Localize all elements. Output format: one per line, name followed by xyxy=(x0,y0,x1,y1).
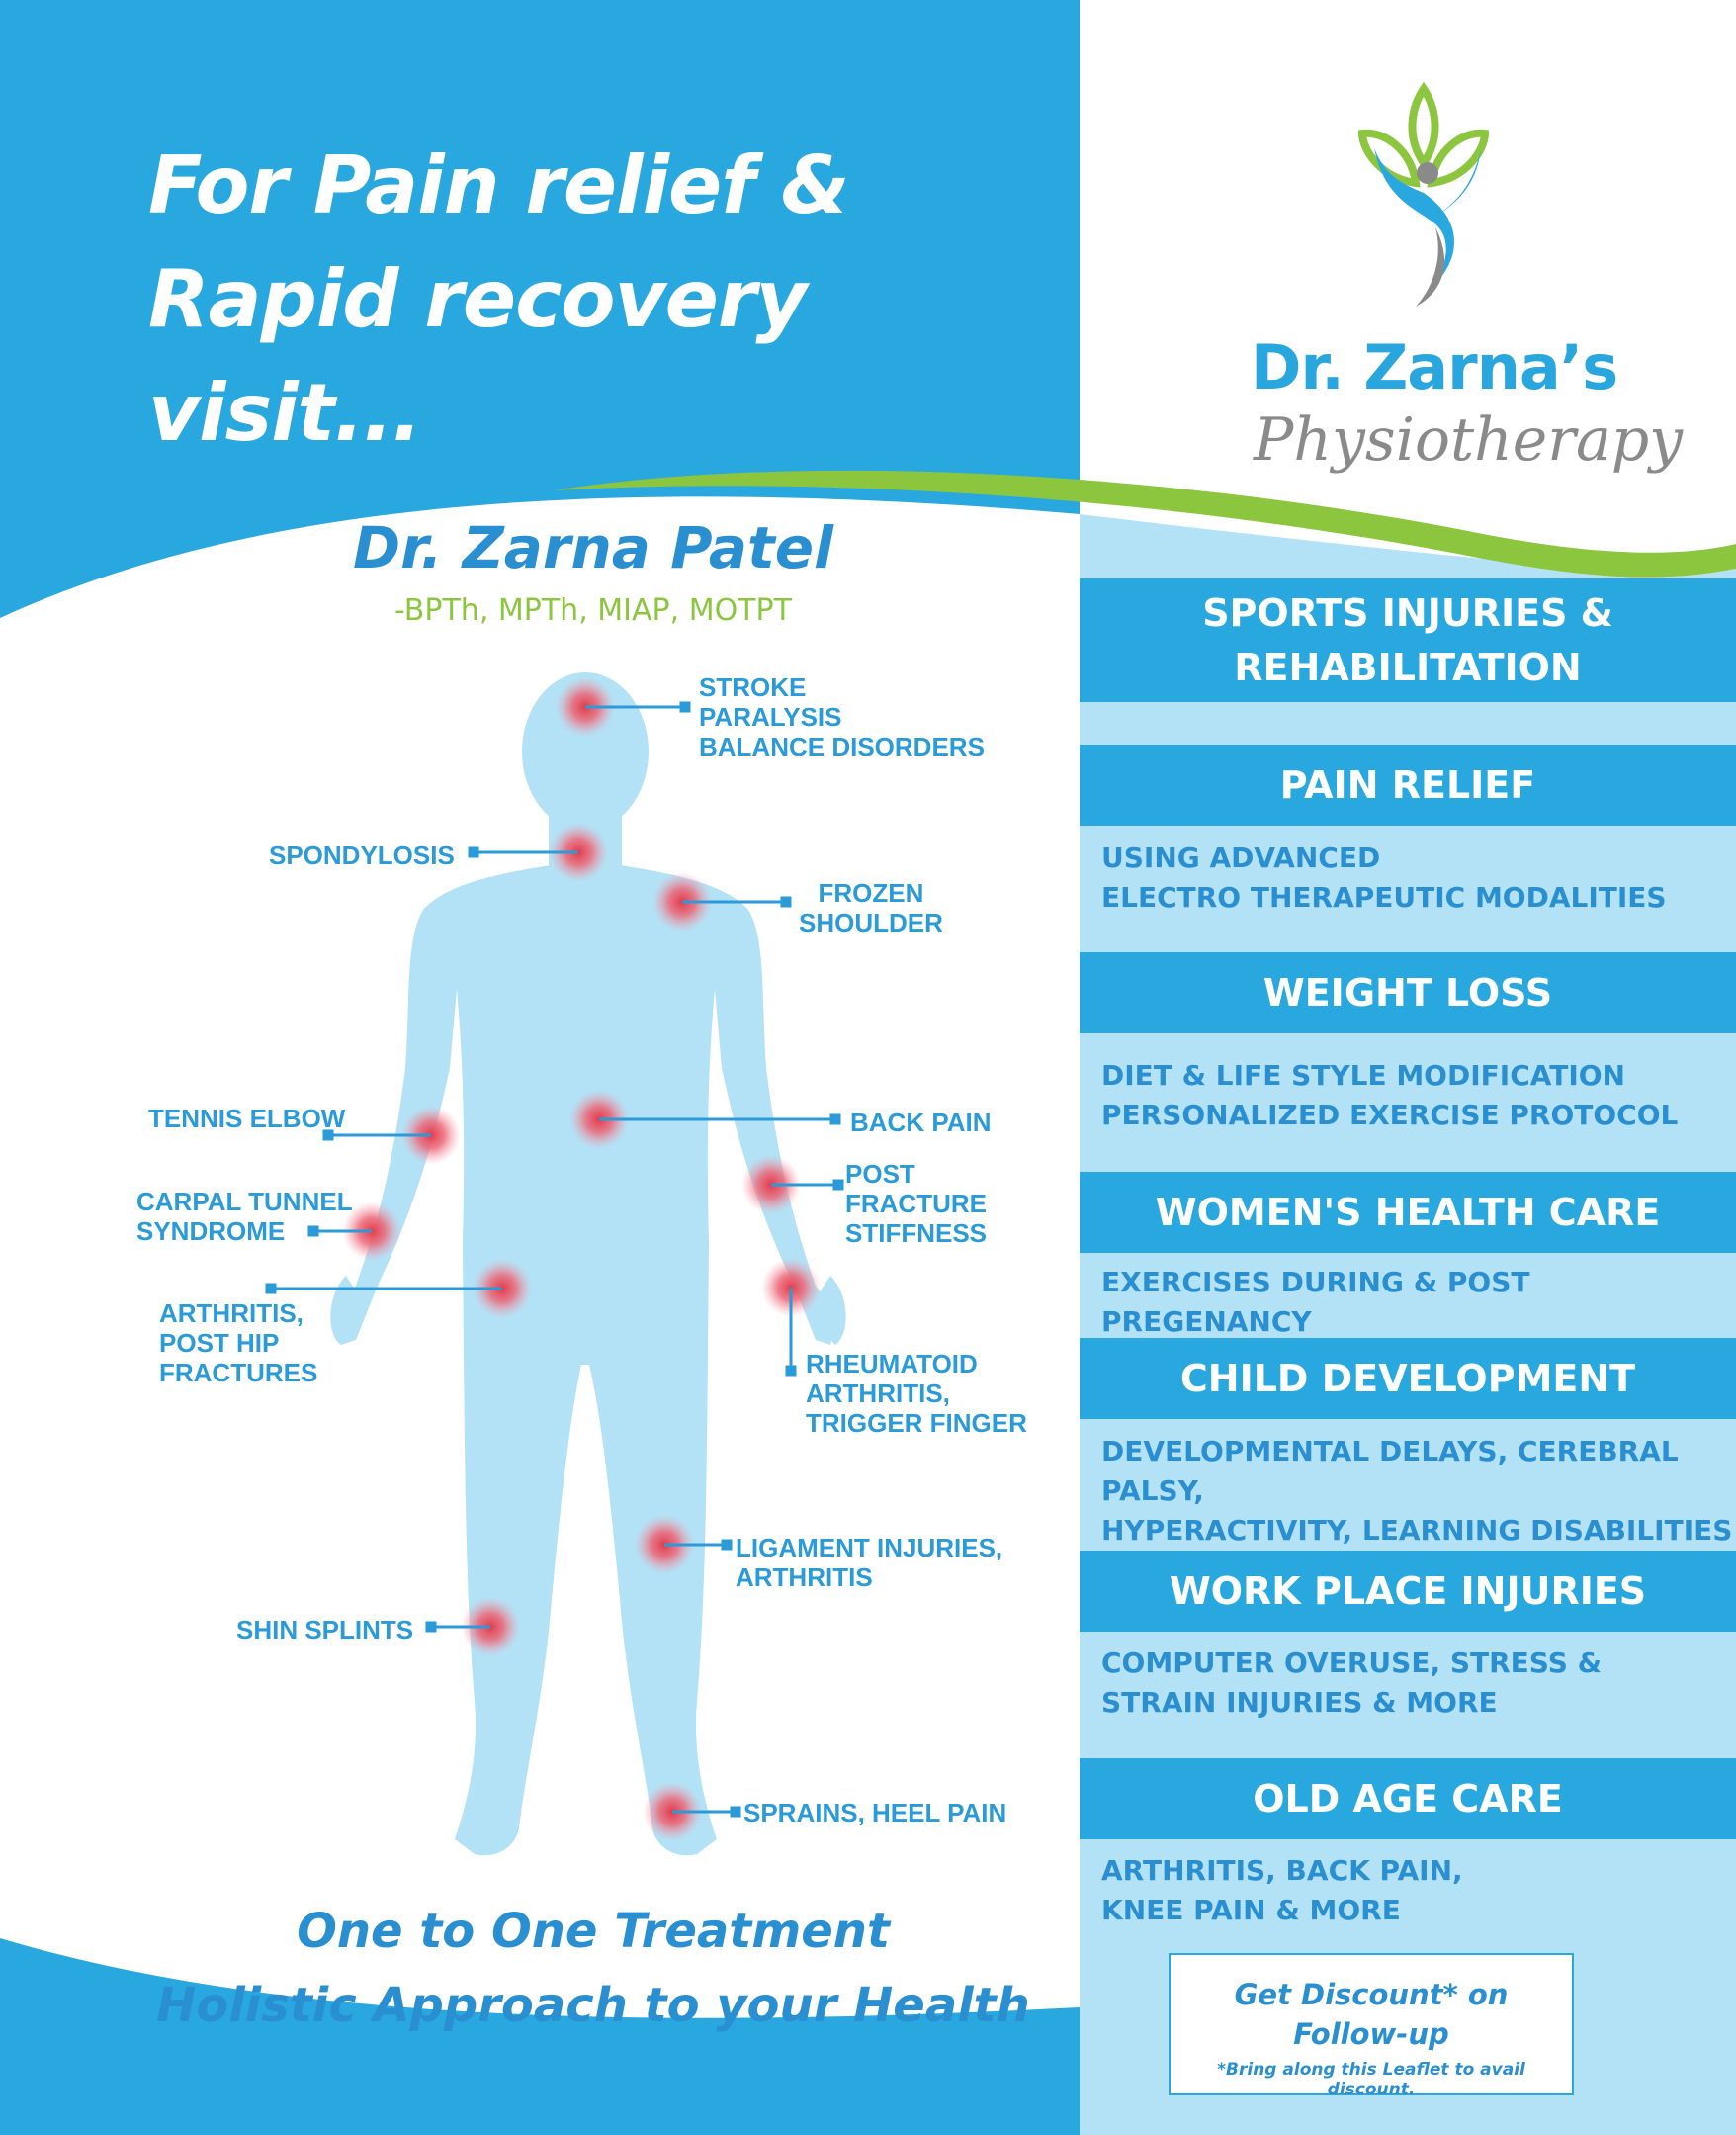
service-title-workplace: WORK PLACE INJURIES xyxy=(1080,1551,1736,1632)
condition-label-sprains: SPRAINS, HEEL PAIN xyxy=(743,1798,1007,1827)
service-desc-womens-health: EXERCISES DURING & POST PREGENANCY xyxy=(1101,1266,1530,1338)
condition-label-ligament: LIGAMENT INJURIES,ARTHRITIS xyxy=(736,1533,1003,1592)
discount-box: Get Discount* on Follow-up *Bring along … xyxy=(1169,1953,1574,2099)
service-title-pain-relief: PAIN RELIEF xyxy=(1080,745,1736,826)
service-desc-pain-relief: USING ADVANCED ELECTRO THERAPEUTIC MODAL… xyxy=(1101,842,1667,914)
brand-subtitle: Physiotherapy xyxy=(1254,405,1684,475)
condition-label-tennis-elbow: TENNIS ELBOW xyxy=(148,1104,346,1133)
discount-main: Get Discount* on Follow-up xyxy=(1234,1978,1509,2051)
headline-line2: Rapid recovery visit... xyxy=(148,253,808,459)
headline: For Pain relief & Rapid recovery visit..… xyxy=(148,129,1058,470)
leader-lines xyxy=(265,701,844,1818)
condition-label-back-pain: BACK PAIN xyxy=(850,1108,992,1137)
service-title-womens-health: WOMEN'S HEALTH CARE xyxy=(1080,1172,1736,1253)
service-desc-old-age: ARTHRITIS, BACK PAIN, KNEE PAIN & MORE xyxy=(1101,1854,1463,1926)
body-silhouette xyxy=(330,672,846,1856)
headline-line1: For Pain relief & xyxy=(148,139,850,231)
doctor-qualifications: -BPTh, MPTh, MIAP, MOTPT xyxy=(394,593,792,628)
services-panel xyxy=(1080,514,1736,2135)
service-title-old-age: OLD AGE CARE xyxy=(1080,1758,1736,1839)
tagline-one-to-one: One to One Treatment xyxy=(297,1904,890,1959)
pain-markers xyxy=(342,677,821,1841)
green-swoosh xyxy=(554,470,1736,578)
service-title-child-development: CHILD DEVELOPMENT xyxy=(1080,1338,1736,1419)
condition-label-shin-splints: SHIN SPLINTS xyxy=(236,1615,414,1645)
service-desc-child-development: DEVELOPMENTAL DELAYS, CEREBRAL PALSY, HY… xyxy=(1101,1435,1733,1547)
service-title-weight-loss: WEIGHT LOSS xyxy=(1080,952,1736,1033)
doctor-name: Dr. Zarna Patel xyxy=(352,514,833,581)
service-desc-workplace: COMPUTER OVERUSE, STRESS & STRAIN INJURI… xyxy=(1101,1646,1603,1719)
brand-name: Dr. Zarna’s xyxy=(1251,331,1618,403)
footer-wave xyxy=(0,1938,1080,2135)
discount-note: *Bring along this Leaflet to avail disco… xyxy=(1217,2060,1525,2099)
tagline-holistic: Holistic Approach to your Health xyxy=(156,1978,1030,2033)
leaf-person-icon xyxy=(1357,81,1490,307)
service-desc-weight-loss: DIET & LIFE STYLE MODIFICATION PERSONALI… xyxy=(1101,1059,1679,1131)
service-title-sports: SPORTS INJURIES & REHABILITATION xyxy=(1080,578,1736,702)
condition-label-spondylosis: SPONDYLOSIS xyxy=(269,841,455,870)
